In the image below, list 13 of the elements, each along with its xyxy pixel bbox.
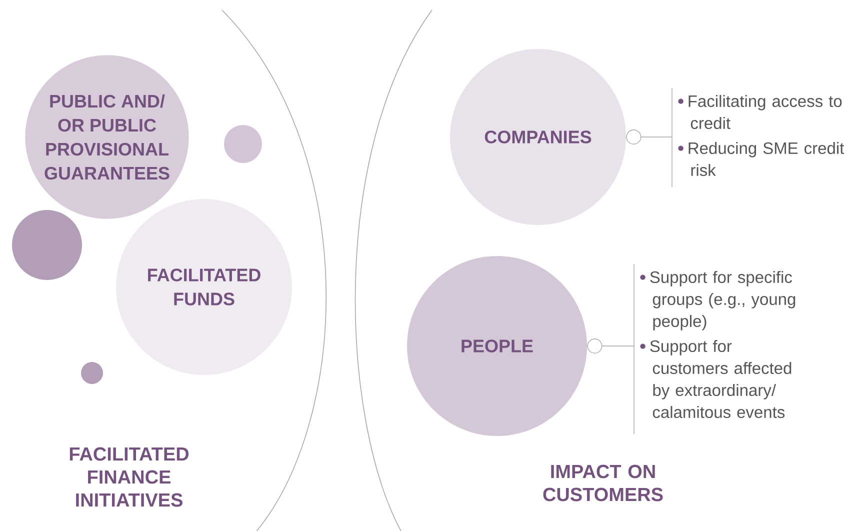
bullet-list: Facilitating access to credit Reducing SME credit risk xyxy=(678,94,844,176)
node-label: Reducing SME credit risk xyxy=(688,142,844,176)
decorative-circle xyxy=(224,125,262,163)
node-label: Support for specific groups (e.g., young people) xyxy=(650,270,796,330)
section-heading: FACILITATED FINANCE INITIATIVES xyxy=(70,447,189,507)
connector-line xyxy=(587,338,634,354)
bullet-list: Support for specific groups (e.g., young people) Support for customers affected by extraordinary/ calamitous events xyxy=(640,270,796,418)
decorative-circle xyxy=(12,210,82,280)
connector-line xyxy=(626,130,672,144)
decorative-circle xyxy=(81,362,103,384)
node-label: Facilitating access to credit xyxy=(688,94,842,130)
node-label: Support for customers affected by extraordinary/ calamitous events xyxy=(650,340,792,418)
section-heading: IMPACT ON CUSTOMERS xyxy=(543,464,663,502)
